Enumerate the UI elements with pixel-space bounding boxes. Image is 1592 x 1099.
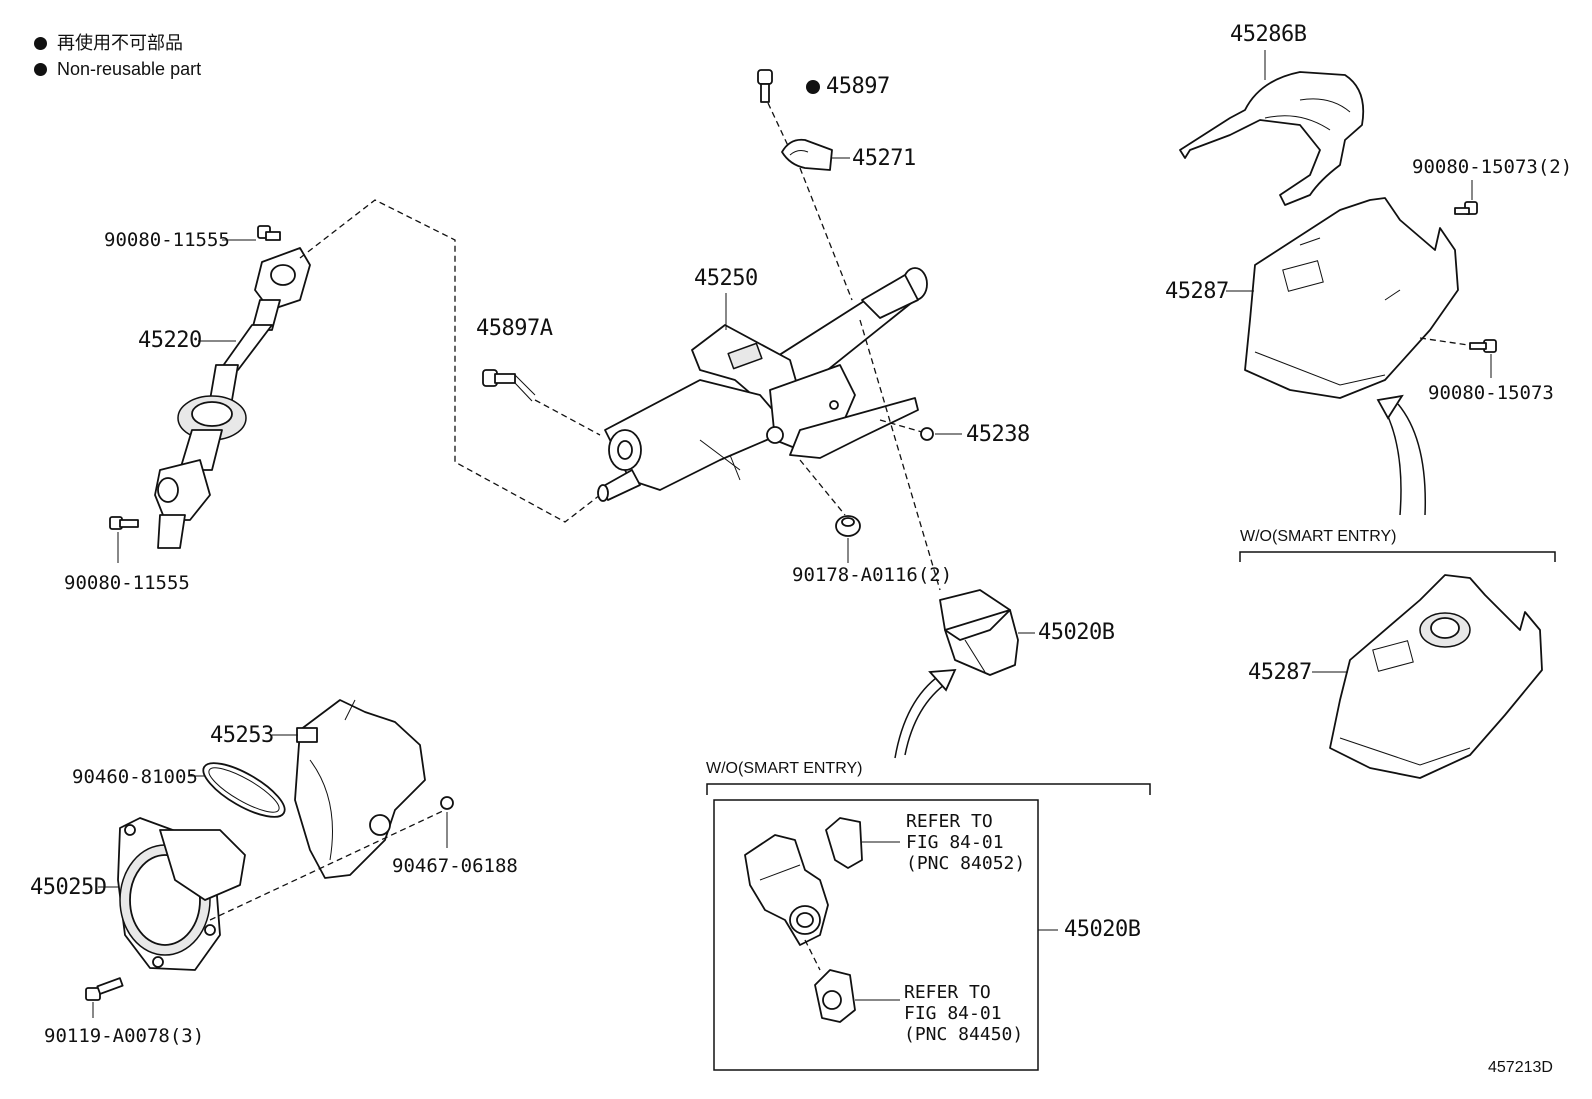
lock-body-detail	[744, 834, 829, 946]
part-label-90460-81005[interactable]: 90460-81005	[72, 766, 198, 788]
column-cover-upper-45286B	[1179, 71, 1365, 206]
diagram-code: 457213D	[1488, 1059, 1553, 1076]
bolt-45897A	[482, 369, 536, 402]
intermediate-shaft-45220	[154, 247, 311, 549]
part-label-90080-11555-bottom[interactable]: 90080-11555	[64, 572, 190, 594]
part-label-45271[interactable]: 45271	[852, 146, 916, 171]
legend-jp: 再使用不可部品	[34, 34, 183, 52]
condition-label-bottom: W/O(SMART ENTRY)	[706, 760, 863, 777]
part-label-45287-bottom[interactable]: 45287	[1248, 660, 1312, 685]
bolt-45897	[757, 69, 820, 103]
bolt-90119-A0078	[85, 977, 124, 1018]
part-label-90467-06188[interactable]: 90467-06188	[392, 855, 518, 877]
clip-90467-06188	[440, 796, 454, 848]
bolt-90080-11555-top	[222, 225, 281, 241]
screw-90080-15073	[1469, 339, 1497, 378]
part-label-45897[interactable]: 45897	[826, 74, 890, 99]
part-label-45897A[interactable]: 45897A	[476, 316, 553, 341]
nut-45238	[920, 427, 962, 441]
part-label-45220[interactable]: 45220	[138, 328, 202, 353]
boot-cover-45253	[294, 699, 426, 879]
clamp-90460-81005	[202, 762, 286, 818]
part-label-45020B-box[interactable]: 45020B	[1064, 917, 1141, 942]
part-label-45238[interactable]: 45238	[966, 422, 1030, 447]
steering-column-45250	[597, 267, 928, 502]
screw-90080-15073-2	[1454, 180, 1478, 215]
part-label-45287-top[interactable]: 45287	[1165, 279, 1229, 304]
non-reusable-marker-icon	[34, 63, 47, 76]
column-cover-lower-45287-top	[1244, 197, 1459, 399]
non-reusable-marker-icon	[34, 37, 47, 50]
part-label-90178-A0116[interactable]: 90178-A0116(2)	[792, 564, 953, 586]
steering-lock-45020B	[939, 589, 1035, 676]
column-cover-lower-45287-bottom	[1329, 574, 1543, 779]
bolt-90080-11555-bottom	[109, 516, 139, 563]
nut-90178-A0116	[835, 515, 861, 563]
legend-en: Non-reusable part	[34, 60, 201, 78]
switch-detail-84052	[825, 817, 900, 869]
switch-detail-84450	[814, 969, 900, 1023]
dust-seal-45025D	[117, 817, 246, 971]
detail-box	[713, 799, 1039, 1071]
part-label-45253[interactable]: 45253	[210, 723, 274, 748]
refer-note-84052[interactable]: REFER TO FIG 84-01 (PNC 84052)	[906, 811, 1026, 874]
part-label-90119-A0078[interactable]: 90119-A0078(3)	[44, 1025, 205, 1047]
condition-label-right: W/O(SMART ENTRY)	[1240, 528, 1397, 545]
part-label-45025D[interactable]: 45025D	[30, 875, 107, 900]
refer-note-84450[interactable]: REFER TO FIG 84-01 (PNC 84450)	[904, 982, 1024, 1045]
clip-45271	[781, 138, 833, 171]
part-label-90080-11555-top[interactable]: 90080-11555	[104, 229, 230, 251]
part-label-90080-15073[interactable]: 90080-15073	[1428, 382, 1554, 404]
part-label-90080-15073-2[interactable]: 90080-15073(2)	[1412, 156, 1573, 178]
non-reusable-marker-icon	[806, 80, 820, 94]
part-label-45020B-top[interactable]: 45020B	[1038, 620, 1115, 645]
part-label-45250[interactable]: 45250	[694, 266, 758, 291]
part-label-45286B[interactable]: 45286B	[1230, 22, 1307, 47]
